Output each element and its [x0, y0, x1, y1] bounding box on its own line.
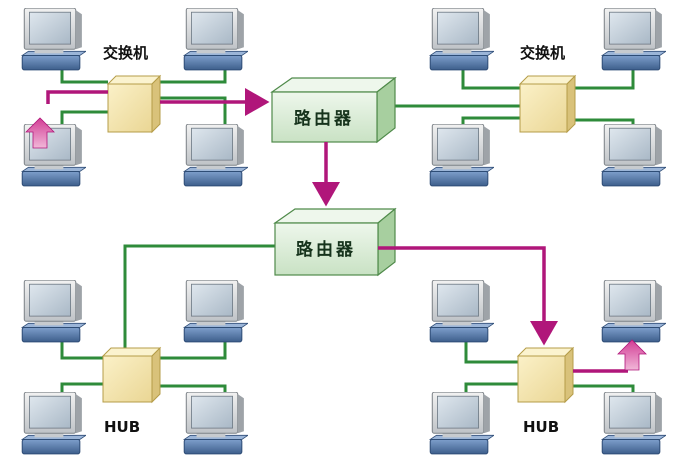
computer-icon: [429, 392, 494, 455]
packet-arrow-icon: [25, 117, 55, 149]
link-switch-left-pc2: [160, 70, 227, 84]
computer-icon: [183, 392, 248, 455]
computer-icon: [601, 392, 666, 455]
switch-icon: [106, 74, 162, 134]
computer-icon: [183, 124, 248, 187]
computer-icon: [429, 280, 494, 343]
computer-icon: [601, 280, 666, 343]
computer-icon: [601, 8, 666, 71]
link-hub-right-pc13: [464, 334, 518, 364]
hub-right-label: HUB: [523, 418, 560, 436]
computer-icon: [601, 124, 666, 187]
computer-icon: [429, 8, 494, 71]
switch-right-label: 交换机: [520, 44, 566, 62]
router-bottom-label: 路由器: [296, 239, 356, 260]
link-switch-left-pc4: [160, 96, 227, 130]
packet-path: [46, 88, 628, 373]
router-icon: 路由器: [270, 76, 397, 144]
path-pc-to-switch: [46, 90, 108, 104]
router-top-label: 路由器: [294, 108, 354, 129]
packet-arrow-icon: [617, 339, 647, 371]
computer-icon: [429, 124, 494, 187]
computer-icon: [21, 8, 86, 71]
link-switch-right-pc6: [575, 70, 635, 90]
hub-left-label: HUB: [104, 418, 141, 436]
path-router-bottom-to-hub: [378, 246, 558, 346]
link-switch-left-pc3: [60, 110, 108, 128]
computer-icon: [21, 280, 86, 343]
hub-icon: [516, 346, 575, 404]
link-switch-left-pc1: [60, 70, 108, 84]
computer-icon: [183, 8, 248, 71]
computer-icon: [21, 392, 86, 455]
computer-icon: [21, 124, 86, 187]
computer-icon: [183, 280, 248, 343]
router-icon: 路由器: [273, 207, 397, 277]
link-router-bottom-hub-left: [123, 244, 275, 352]
switch-left-label: 交换机: [103, 44, 149, 62]
switch-icon: [518, 74, 577, 134]
link-switch-right-pc5: [461, 70, 520, 90]
hub-icon: [101, 346, 162, 404]
